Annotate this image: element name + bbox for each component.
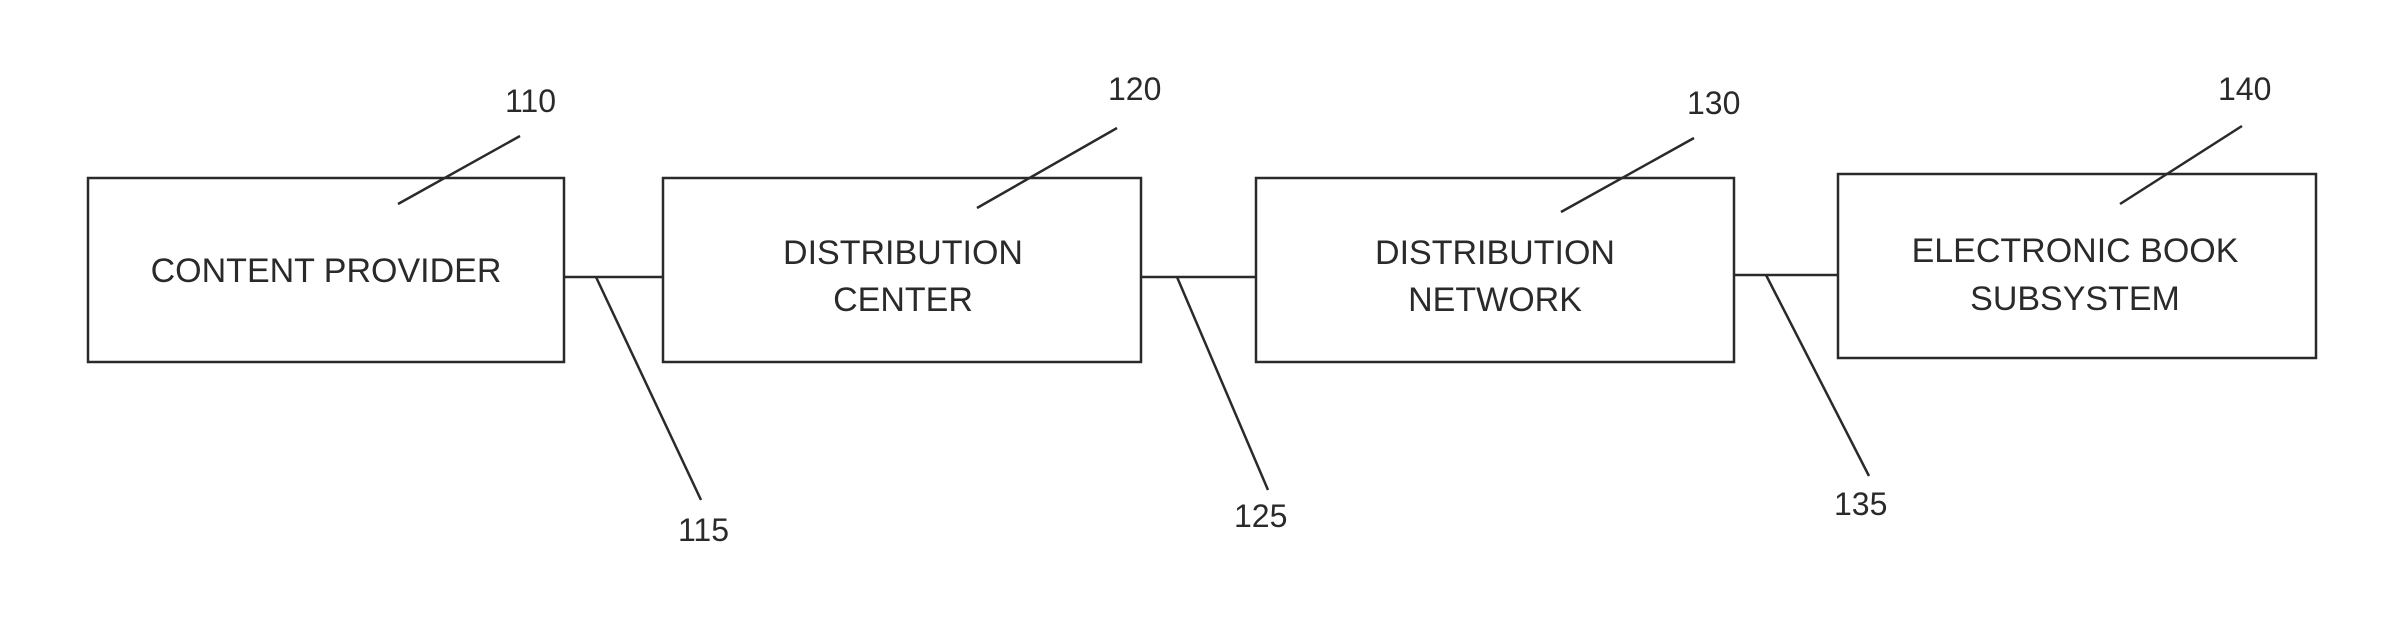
ref-120-label: 120 xyxy=(1108,71,1161,107)
electronic-book-subsystem-label-line-2: SUBSYSTEM xyxy=(1970,280,2180,318)
ref-115-label: 115 xyxy=(678,512,729,548)
distribution-network-block: DISTRIBUTION NETWORK 130 xyxy=(1256,85,1740,362)
ref-125-label: 125 xyxy=(1234,498,1287,534)
ref-140-label: 140 xyxy=(2218,71,2271,107)
content-provider-label: CONTENT PROVIDER xyxy=(151,252,502,290)
content-provider-block: CONTENT PROVIDER 110 xyxy=(88,83,564,362)
electronic-book-subsystem-block: ELECTRONIC BOOK SUBSYSTEM 140 xyxy=(1838,71,2316,358)
ref-130-label: 130 xyxy=(1687,85,1740,121)
distribution-center-label-line-1: DISTRIBUTION xyxy=(783,234,1023,272)
distribution-center-label-line-2: CENTER xyxy=(833,281,973,319)
ref-125-leader xyxy=(1177,277,1268,490)
distribution-network-label-line-2: NETWORK xyxy=(1408,281,1582,319)
ref-110-label: 110 xyxy=(505,83,556,119)
distribution-network-label-line-1: DISTRIBUTION xyxy=(1375,234,1615,272)
distribution-center-block: DISTRIBUTION CENTER 120 xyxy=(663,71,1161,362)
ref-135-label: 135 xyxy=(1834,486,1887,522)
electronic-book-subsystem-label-line-1: ELECTRONIC BOOK xyxy=(1912,232,2239,270)
